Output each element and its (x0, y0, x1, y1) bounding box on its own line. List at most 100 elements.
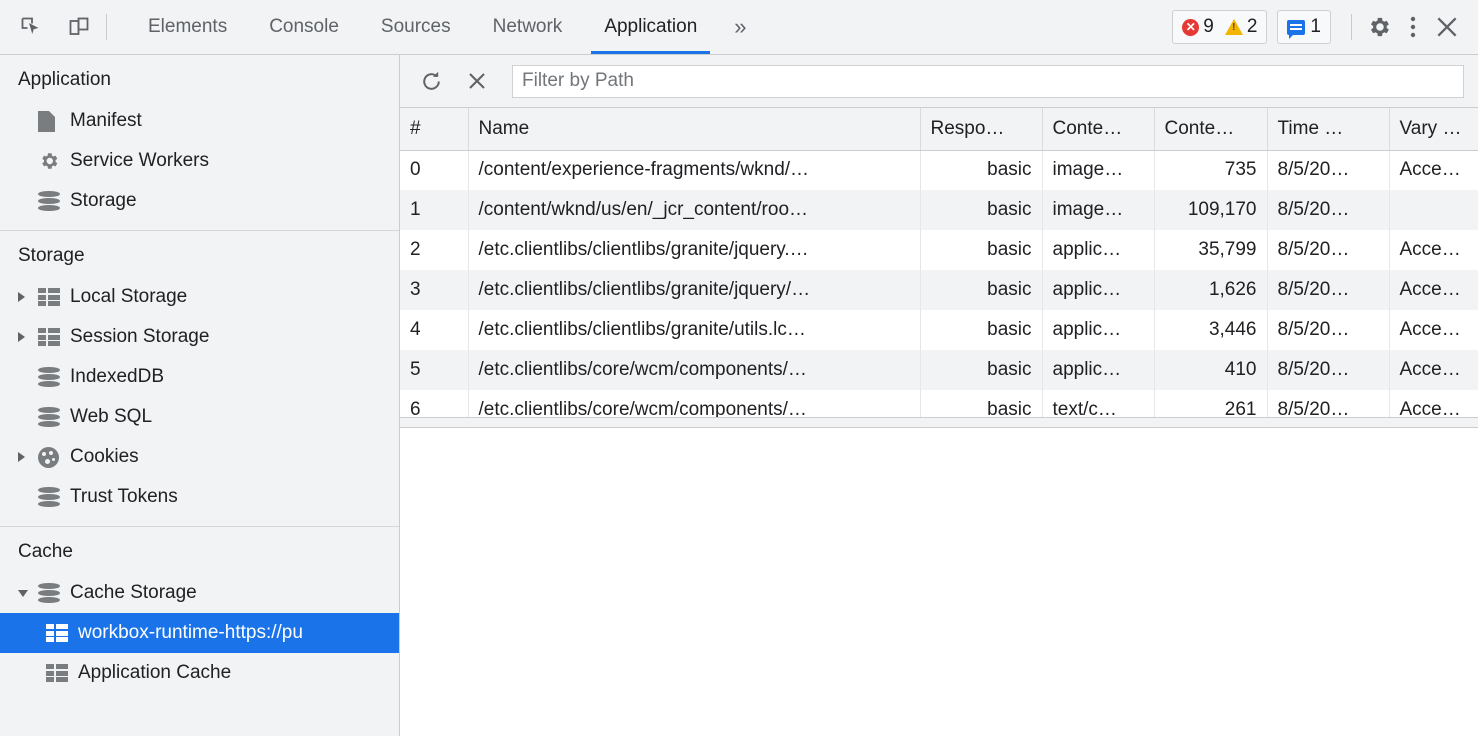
cell-name: /etc.clientlibs/clientlibs/granite/utils… (468, 310, 920, 350)
cell-index: 0 (400, 150, 468, 190)
tab-elements[interactable]: Elements (127, 0, 248, 54)
sidebar-item-web-sql[interactable]: Web SQL (0, 397, 399, 437)
sidebar-item-manifest[interactable]: Manifest (0, 101, 399, 141)
panel-splitter[interactable] (400, 417, 1478, 428)
sidebar-item-local-storage[interactable]: Local Storage (0, 277, 399, 317)
cell-response-type: basic (920, 390, 1042, 417)
expand-arrow-right-icon[interactable] (18, 292, 38, 302)
issues-counter[interactable]: ✕ 9 2 (1172, 10, 1267, 44)
expand-arrow-right-icon[interactable] (18, 452, 38, 462)
cell-content-length: 35,799 (1154, 230, 1267, 270)
column-header-content-length[interactable]: Conte… (1154, 108, 1267, 150)
gear-icon[interactable] (1362, 10, 1396, 44)
sidebar-section-title: Storage (0, 231, 399, 277)
column-header-response-type[interactable]: Respo… (920, 108, 1042, 150)
cell-index: 4 (400, 310, 468, 350)
table-header-row: # Name Respo… Conte… Conte… Time … Vary … (400, 108, 1478, 150)
cell-vary-header: Accep… (1389, 390, 1478, 417)
messages-counter[interactable]: 1 (1277, 10, 1331, 44)
table-row[interactable]: 3 /etc.clientlibs/clientlibs/granite/jqu… (400, 270, 1478, 310)
column-header-content-type[interactable]: Conte… (1042, 108, 1154, 150)
message-count: 1 (1310, 16, 1321, 38)
expand-arrow-right-icon[interactable] (18, 332, 38, 342)
table-row[interactable]: 4 /etc.clientlibs/clientlibs/granite/uti… (400, 310, 1478, 350)
error-counter[interactable]: ✕ 9 (1182, 16, 1214, 38)
cache-entries-table: # Name Respo… Conte… Conte… Time … Vary … (400, 108, 1478, 417)
database-icon (38, 583, 68, 604)
cell-time-cached: 8/5/20… (1267, 230, 1389, 270)
sidebar-item-service-workers[interactable]: Service Workers (0, 141, 399, 181)
cell-index: 2 (400, 230, 468, 270)
cell-response-type: basic (920, 350, 1042, 390)
tab-network[interactable]: Network (472, 0, 584, 54)
tab-sources[interactable]: Sources (360, 0, 472, 54)
sidebar-item-cookies[interactable]: Cookies (0, 437, 399, 477)
toolbar-divider-right (1351, 14, 1352, 40)
filter-by-path-input[interactable] (512, 65, 1464, 98)
table-icon (46, 624, 76, 642)
cell-content-length: 109,170 (1154, 190, 1267, 230)
sidebar-section-title: Application (0, 55, 399, 101)
table-icon (38, 328, 68, 346)
table-row[interactable]: 5 /etc.clientlibs/core/wcm/components/… … (400, 350, 1478, 390)
sidebar-item-label: Storage (70, 190, 137, 212)
cell-vary-header (1389, 190, 1478, 230)
sidebar-item-session-storage[interactable]: Session Storage (0, 317, 399, 357)
sidebar-section-storage: Storage Local Storage Session Storage In… (0, 231, 399, 527)
clear-icon[interactable] (460, 64, 494, 98)
sidebar-item-application-cache[interactable]: Application Cache (0, 653, 399, 693)
column-header-vary-header[interactable]: Vary H… (1389, 108, 1478, 150)
close-icon[interactable] (1430, 10, 1464, 44)
table-icon (46, 664, 76, 682)
sidebar-item-label: Service Workers (70, 150, 209, 172)
cell-time-cached: 8/5/20… (1267, 390, 1389, 417)
tab-console[interactable]: Console (248, 0, 360, 54)
column-header-index[interactable]: # (400, 108, 468, 150)
table-body: 0 /content/experience-fragments/wknd/… b… (400, 150, 1478, 417)
cell-content-type: image… (1042, 190, 1154, 230)
cell-content-length: 735 (1154, 150, 1267, 190)
sidebar-item-cache-storage[interactable]: Cache Storage (0, 573, 399, 613)
cell-name: /content/wknd/us/en/_jcr_content/roo… (468, 190, 920, 230)
table-row[interactable]: 6 /etc.clientlibs/core/wcm/components/… … (400, 390, 1478, 417)
table-row[interactable]: 0 /content/experience-fragments/wknd/… b… (400, 150, 1478, 190)
cell-content-type: text/c… (1042, 390, 1154, 417)
kebab-menu-icon[interactable] (1396, 10, 1430, 44)
warning-counter[interactable]: 2 (1225, 16, 1258, 38)
sidebar-item-storage[interactable]: Storage (0, 181, 399, 221)
device-toolbar-icon[interactable] (62, 10, 96, 44)
cell-content-type: applic… (1042, 230, 1154, 270)
more-tabs-icon[interactable]: » (718, 0, 762, 54)
sidebar-item-label: IndexedDB (70, 366, 164, 388)
devtools-main-toolbar: Elements Console Sources Network Applica… (0, 0, 1478, 55)
application-sidebar: Application Manifest Service Workers (0, 55, 400, 736)
cell-name: /etc.clientlibs/core/wcm/components/… (468, 350, 920, 390)
sidebar-item-trust-tokens[interactable]: Trust Tokens (0, 477, 399, 517)
tab-application[interactable]: Application (583, 0, 718, 54)
sidebar-item-workbox-runtime-cache[interactable]: workbox-runtime-https://pu (0, 613, 399, 653)
error-count: 9 (1203, 16, 1214, 38)
inspect-element-icon[interactable] (14, 10, 48, 44)
cache-storage-panel: # Name Respo… Conte… Conte… Time … Vary … (400, 55, 1478, 736)
cache-entries-grid: # Name Respo… Conte… Conte… Time … Vary … (400, 108, 1478, 417)
cell-name: /etc.clientlibs/clientlibs/granite/jquer… (468, 270, 920, 310)
expand-arrow-down-icon[interactable] (18, 590, 38, 597)
cell-time-cached: 8/5/20… (1267, 190, 1389, 230)
table-row[interactable]: 1 /content/wknd/us/en/_jcr_content/roo… … (400, 190, 1478, 230)
sidebar-item-label: Cookies (70, 446, 139, 468)
refresh-icon[interactable] (414, 64, 448, 98)
toolbar-divider (106, 14, 107, 40)
table-row[interactable]: 2 /etc.clientlibs/clientlibs/granite/jqu… (400, 230, 1478, 270)
cache-entry-preview-panel (400, 428, 1478, 736)
tab-label: Elements (148, 16, 227, 38)
cell-index: 3 (400, 270, 468, 310)
devtools-body: Application Manifest Service Workers (0, 55, 1478, 736)
column-header-name[interactable]: Name (468, 108, 920, 150)
sidebar-item-indexeddb[interactable]: IndexedDB (0, 357, 399, 397)
warning-count: 2 (1247, 16, 1258, 38)
sidebar-section-cache: Cache Cache Storage workbox-runtime-http… (0, 527, 399, 702)
cell-content-type: applic… (1042, 310, 1154, 350)
cell-response-type: basic (920, 310, 1042, 350)
column-header-time-cached[interactable]: Time … (1267, 108, 1389, 150)
